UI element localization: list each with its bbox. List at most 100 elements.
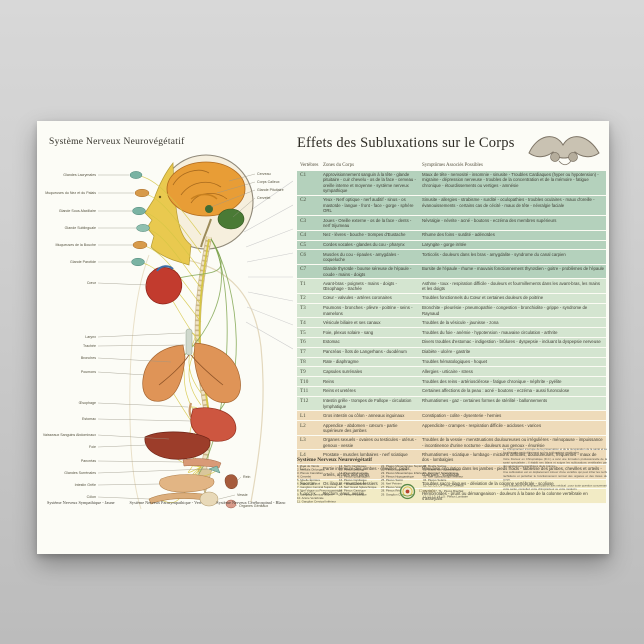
label-leader-line — [97, 357, 172, 363]
body-zones-cell: Rectum, anus, vessie — [323, 490, 365, 496]
vertebra-label: Coccyx — [300, 490, 316, 497]
color-key-item: Système Nerveux Sympathique - Jaune — [47, 500, 115, 505]
vertebra-label: T1 — [300, 280, 306, 287]
trachea — [185, 328, 193, 356]
organ-label: Côlon — [87, 495, 96, 499]
vertebra-label: T11 — [300, 388, 309, 395]
vertebra-label: T7 — [300, 349, 306, 356]
legend-item: 4. Cervelet — [297, 475, 312, 479]
left-poster-title: Système Nerveux Neurovégétatif — [49, 137, 185, 147]
legend-item: 34. Plexus Solaire — [423, 479, 447, 483]
label-leader-line — [97, 332, 186, 338]
legend-item: 25. Plexus Sacré — [381, 479, 403, 483]
vertebra-label: L1 — [300, 412, 306, 419]
kidney — [224, 474, 238, 489]
body-zones-cell: Glande thyroïde - bourse séreuse de l'ép… — [323, 266, 412, 277]
body-zones-cell: Cordes vocales - glandes du cou - pharyn… — [323, 241, 405, 247]
table-row: T11 Reins et uretères Certaines affectio… — [297, 387, 606, 397]
symptoms-cell: Névralgie - névrite - acné - boutons - e… — [422, 217, 557, 223]
table-row: L5 Partie inférieure des jambes - chevil… — [297, 464, 606, 480]
vertebra-label: T2 — [300, 295, 306, 302]
publisher-logo — [399, 483, 416, 500]
vertebra-label: T12 — [300, 398, 309, 405]
vertebra-label: T3 — [300, 305, 306, 312]
bladder — [199, 491, 219, 507]
color-key-item: Système Nerveux Parasympathique - Vert — [129, 500, 202, 505]
vertebra-label: C4 — [300, 232, 307, 239]
head-profile — [144, 154, 254, 266]
label-leader-line — [97, 483, 160, 486]
poster: Système Nerveux Neurovégétatif — [37, 121, 609, 554]
legend-item: 5. Moelle Épinière — [297, 479, 321, 483]
label-leader-line — [97, 444, 148, 448]
symptoms-cell: Troubles hématologiques - hoquet — [422, 359, 488, 365]
right-lung — [193, 342, 241, 403]
nerve-legend-title: Système Nerveux Neurovégétatif — [297, 457, 373, 463]
vertebra-label: C2 — [300, 197, 307, 204]
genital-organs — [225, 499, 237, 509]
table-row: T1 Avant-bras - poignets - mains - doigt… — [297, 279, 606, 295]
organ-label: Glandes Lacrymales — [63, 173, 96, 177]
legend-item: 18. Nerf Grand Splanchnique — [339, 486, 377, 490]
body-zones-cell: Poumons - bronches - plèvre - poitrine -… — [323, 305, 413, 316]
table-row: L2 Appendice - abdomen - cæcum - partie … — [297, 421, 606, 436]
nasal-mucosa — [134, 188, 150, 198]
legend-item: 27. Plexus Vésical — [381, 486, 405, 490]
table-row: L1 Gros intestin ou côlon - anneaux ingu… — [297, 411, 606, 422]
small-intestine — [159, 474, 215, 493]
organ-label: Bronches — [81, 356, 96, 360]
liver — [144, 431, 211, 460]
legend-item: 17. Plexus Coronaire — [339, 482, 367, 486]
subluxation-effects-table: Vertèbres Zones du Corps Symptômes Assoc… — [297, 161, 606, 504]
pancreas — [182, 458, 222, 469]
body-zones-cell: Joues - Oreille externe - os de la face … — [323, 217, 412, 229]
symptoms-cell: Bronchite - pleurésie - pneumopathie - c… — [422, 305, 588, 316]
symptoms-cell: Appendicite - crampes - respiration diff… — [422, 422, 542, 428]
table-row: T4 Vésicule biliaire et ses canaux Troub… — [297, 318, 606, 329]
legend-item: 24. Plexus Hypogastrique — [381, 475, 415, 479]
table-row: T7 Pancréas - îlots de Langerhans - duod… — [297, 347, 606, 358]
table-body: C1 Approvisionnement sanguin à la tête -… — [297, 170, 606, 504]
label-leader-line — [97, 468, 209, 474]
body-zones-cell: Approvisionnement sanguin à la tête - gl… — [323, 171, 416, 194]
body-zones-cell: Nez - lèvres - bouche - trompes d'Eustac… — [323, 232, 406, 238]
table-row: T8 Rate - diaphragme Troubles hématologi… — [297, 357, 606, 368]
table-row: L3 Organes sexuels - ovaires ou testicul… — [297, 435, 606, 451]
parotid-gland — [131, 257, 145, 267]
pituitary-region — [205, 205, 213, 213]
organ-label: Vessie — [237, 493, 248, 497]
body-zones-cell: Capsules surrénales — [323, 368, 363, 374]
table-row: T3 Poumons - bronches - plèvre - poitrin… — [297, 303, 606, 319]
symptoms-cell: Maux de tête - nervosité - insomnie - si… — [422, 171, 599, 188]
organ-label: Muqueuses du Nez et du Palais — [45, 191, 96, 195]
legend-item: 20. Plexus Hépatique — [339, 493, 367, 497]
symptoms-cell: Divers troubles d'estomac - indigestion … — [422, 339, 601, 345]
legend-item: 26. Nerf Pelvien — [381, 482, 402, 486]
fine-print-paragraph: Ces indications ne remplacent pas un avi… — [503, 484, 607, 492]
table-row: C7 Glande thyroïde - bourse séreuse de l… — [297, 264, 606, 280]
head-label: Glande Pituitaire — [257, 188, 284, 192]
body-zones-cell: Prostate - muscles lombaires - nerf scia… — [323, 451, 408, 457]
atlas-vertebra-illustration — [528, 136, 600, 166]
table-row: C2 Yeux - Nerf optique - nerf auditif - … — [297, 196, 606, 217]
plexus-group-note: C1, C2, C3, C4 : Plexus Cervical — [423, 484, 464, 488]
symptoms-cell: Troubles du foie - anémie - hypotension … — [422, 329, 558, 335]
organ-label: Œsophage — [79, 401, 96, 405]
symptoms-cell: Allergies - urticaire - stress — [422, 368, 473, 374]
symptoms-cell: Troubles de la vésicule - jaunisse - zon… — [422, 319, 499, 325]
plexus-group-note: C5, C6, C7, T1 : Plexus Brachial — [423, 490, 464, 494]
symptoms-cell: Constipation - colite - dysenterie - her… — [422, 412, 502, 418]
symptoms-cell: Torticolis - douleurs dans les bras - am… — [422, 251, 566, 257]
plexus-group-note: L1, L2, L3, L4, L5 : Plexus Lombaire — [423, 495, 468, 499]
body-zones-cell: Cœur - valvules - artères coronaires — [323, 295, 392, 301]
symptoms-cell: Bursite de l'épaule - rhume - mauvais fo… — [422, 266, 604, 272]
fine-print-paragraph: Une subluxation est un déplacement mineu… — [503, 471, 607, 482]
copyright-text: Copyright — [419, 488, 436, 493]
body-zones-cell: Organes sexuels - ovaires ou testicules … — [323, 437, 417, 448]
table-row: C6 Muscles du cou - épaules - amygdales … — [297, 250, 606, 265]
eye — [158, 195, 162, 199]
vertebra-label: T9 — [300, 368, 306, 375]
body-zones-cell: Appendice - abdomen - cæcum - partie sup… — [323, 422, 398, 434]
